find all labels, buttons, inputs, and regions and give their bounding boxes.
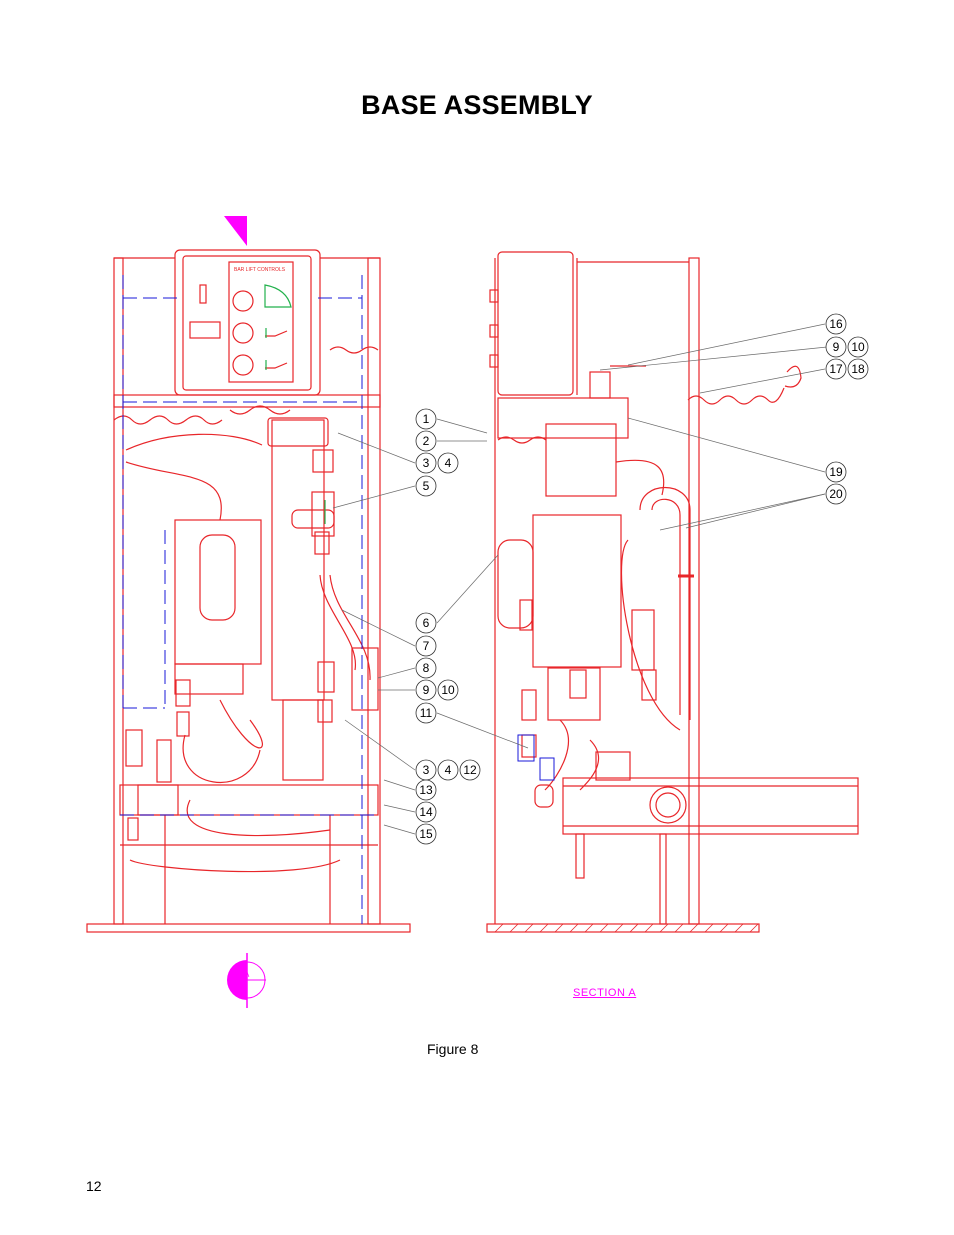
svg-text:1: 1: [423, 412, 430, 426]
callout-12: 12: [459, 759, 481, 781]
callout-3b: 3: [415, 759, 437, 781]
callout-13: 13: [415, 779, 437, 801]
svg-text:6: 6: [423, 616, 430, 630]
callout-3: 3: [415, 452, 437, 474]
section-hidden-lines: [517, 734, 555, 781]
page-title: BASE ASSEMBLY: [361, 90, 593, 120]
callout-19: 19: [825, 461, 847, 483]
section-marker-letter: A: [244, 970, 250, 979]
callout-10b: 10: [847, 336, 869, 358]
callout-18: 18: [847, 358, 869, 380]
svg-text:2: 2: [423, 434, 430, 448]
callout-16: 16: [825, 313, 847, 335]
svg-text:12: 12: [463, 763, 477, 777]
callout-11: 11: [415, 702, 437, 724]
svg-text:11: 11: [420, 706, 433, 720]
hidden-lines: [120, 275, 378, 924]
page-number: 12: [86, 1178, 102, 1194]
svg-text:4: 4: [445, 456, 452, 470]
callout-9b: 9: [825, 336, 847, 358]
callout-17: 17: [825, 358, 847, 380]
svg-text:9: 9: [833, 340, 840, 354]
svg-text:18: 18: [851, 362, 865, 376]
callout-1: 1: [415, 408, 437, 430]
section-a-label: SECTION A: [573, 987, 637, 999]
svg-text:13: 13: [419, 783, 433, 797]
panel-label: BAR LIFT CONTROLS: [234, 267, 286, 273]
svg-text:9: 9: [423, 683, 430, 697]
section-hatching: [494, 923, 759, 933]
callout-20: 20: [825, 483, 847, 505]
svg-text:3: 3: [423, 763, 430, 777]
callout-15: 15: [415, 823, 437, 845]
svg-text:4: 4: [445, 763, 452, 777]
callout-14: 14: [415, 801, 437, 823]
section-view: [486, 251, 859, 933]
svg-text:20: 20: [829, 487, 843, 501]
callout-7: 7: [415, 635, 437, 657]
callout-4: 4: [437, 452, 459, 474]
callout-5: 5: [415, 475, 437, 497]
callout-8: 8: [415, 657, 437, 679]
svg-text:8: 8: [423, 661, 430, 675]
leader-lines: [332, 323, 828, 835]
svg-text:19: 19: [829, 465, 843, 479]
callout-6: 6: [415, 612, 437, 634]
svg-text:10: 10: [441, 683, 455, 697]
callout-2: 2: [415, 430, 437, 452]
figure-caption: Figure 8: [427, 1041, 479, 1057]
section-marker-bottom: A: [227, 953, 266, 1008]
svg-text:5: 5: [423, 479, 430, 493]
svg-text:15: 15: [419, 827, 433, 841]
svg-text:16: 16: [829, 317, 843, 331]
svg-text:10: 10: [851, 340, 865, 354]
panel-indicators: [264, 284, 326, 524]
svg-text:17: 17: [829, 362, 843, 376]
svg-text:3: 3: [423, 456, 430, 470]
callout-9: 9: [415, 679, 437, 701]
callouts: 1 2 3 4 5 6 7 8 9 10 11 3 4 12 13 14 15 …: [415, 313, 869, 845]
section-marker-top: [224, 216, 247, 246]
front-view: [86, 249, 411, 933]
svg-text:14: 14: [419, 805, 433, 819]
callout-10: 10: [437, 679, 459, 701]
callout-4b: 4: [437, 759, 459, 781]
svg-text:7: 7: [423, 639, 430, 653]
